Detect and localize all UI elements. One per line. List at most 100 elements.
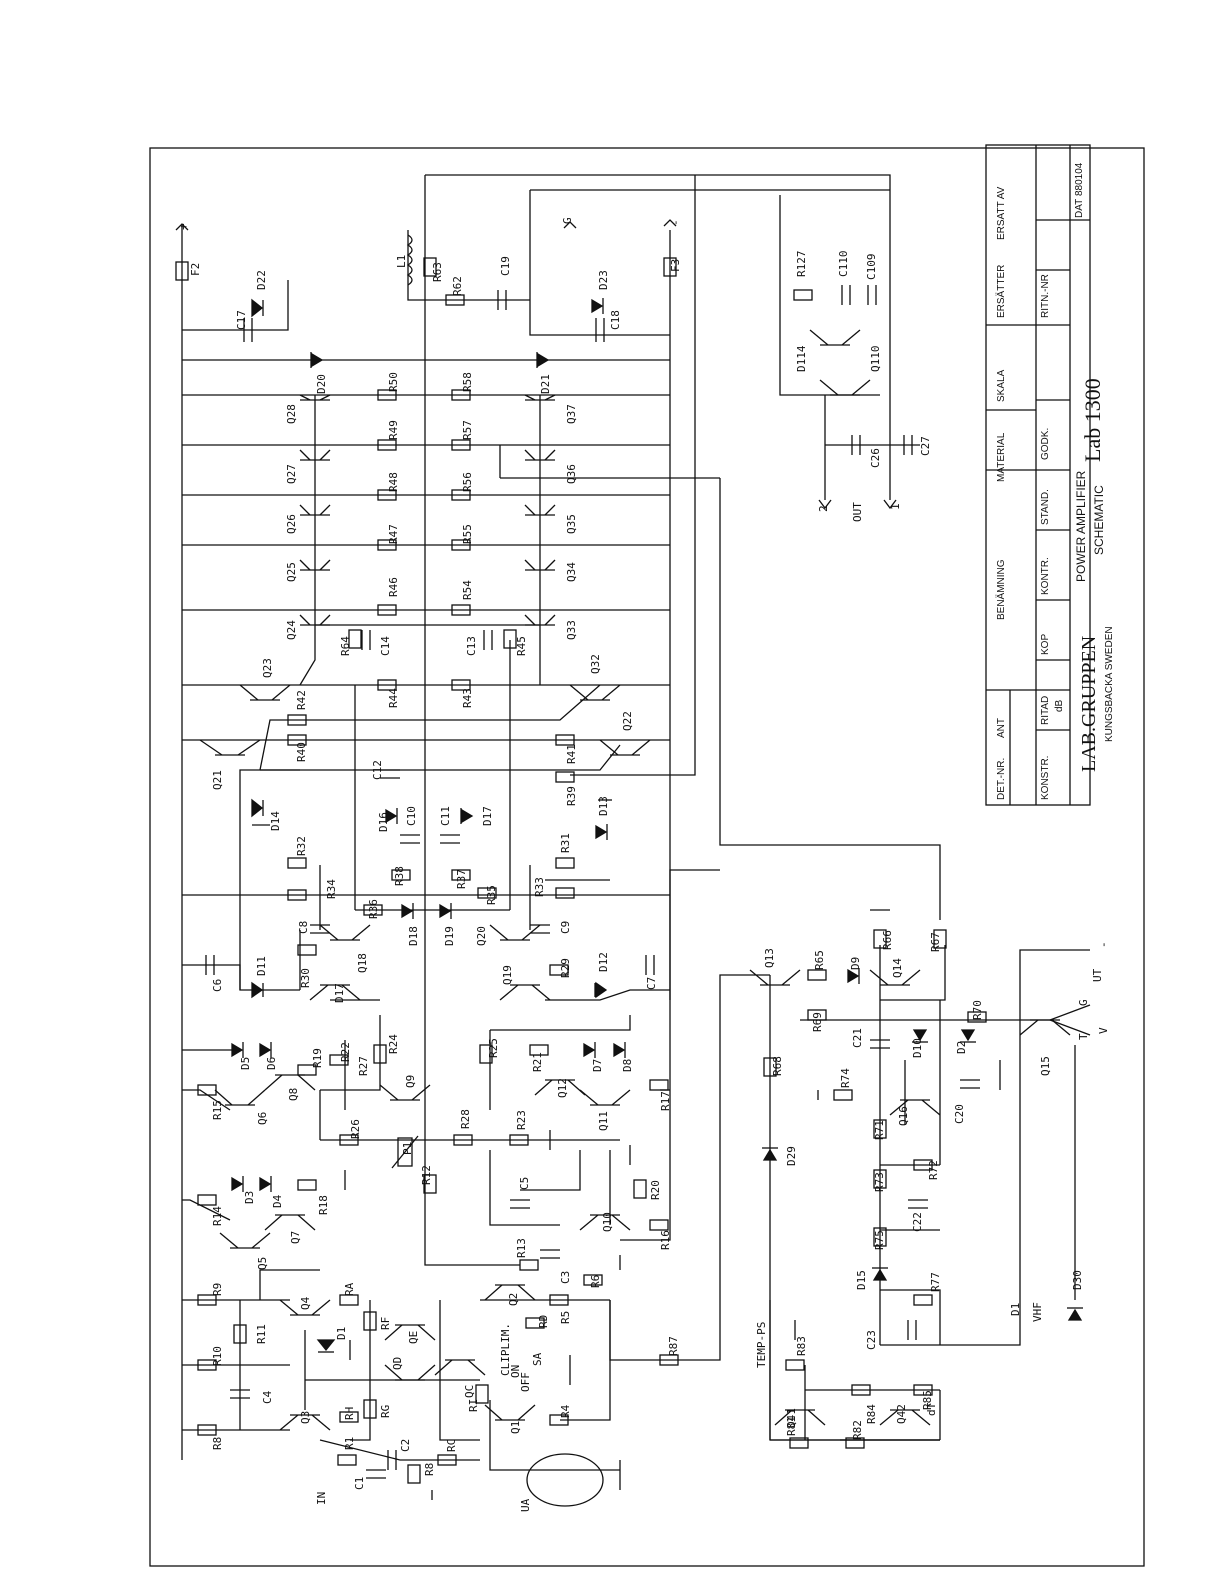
component-label: Q7 (289, 1230, 302, 1244)
product-name: Lab 1300 (1080, 378, 1105, 462)
component-label: C19 (499, 256, 512, 276)
component-label: C5 (518, 1176, 531, 1190)
company-name: LAB.GRUPPEN (1078, 635, 1100, 772)
component-label: R17 (659, 1091, 672, 1111)
component-label: Q26 (285, 514, 298, 534)
component-label: C27 (919, 436, 932, 456)
component-label: R48 (387, 472, 400, 492)
component-label: C11 (439, 806, 452, 826)
component-label: R21 (531, 1052, 544, 1072)
header-kontr: KONTR. (1040, 557, 1051, 595)
component-label: RA (343, 1282, 356, 1296)
component-label: R34 (325, 879, 338, 899)
component-label: Q6 (256, 1111, 269, 1125)
header-ersatter: ERSÄTTER (996, 264, 1007, 318)
component-label: R62 (451, 276, 464, 296)
component-label: T (1077, 1033, 1090, 1040)
header-ritad: RITAD (1040, 695, 1051, 725)
component-label: R54 (461, 580, 474, 600)
header-konstr: KONSTR. (1040, 755, 1051, 800)
component-label: R45 (515, 636, 528, 656)
component-label: F2 (189, 262, 202, 276)
component-label: D114 (795, 345, 808, 373)
component-label: F3 (669, 258, 682, 272)
component-label: D12 (597, 952, 610, 972)
header-ritn-nr: RITN.-NR (1040, 274, 1051, 318)
component-label: R16 (659, 1230, 672, 1250)
component-label: R20 (649, 1180, 662, 1200)
component-label: D17 (333, 983, 346, 1003)
component-label: OFF (519, 1372, 532, 1392)
component-label: IN (315, 1491, 328, 1505)
component-label: Q24 (285, 620, 298, 640)
component-label: R40 (295, 742, 308, 762)
ritad-signature: dB (1054, 699, 1065, 712)
component-label: R6 (589, 1274, 602, 1288)
component-label: dT (925, 1402, 938, 1416)
header-det-nr: DET.-NR. (996, 757, 1007, 800)
component-label: Q22 (621, 711, 634, 731)
component-label: C20 (953, 1104, 966, 1124)
component-label: OUT (851, 502, 864, 522)
component-label: R5 (559, 1310, 572, 1324)
component-label: D5 (239, 1056, 252, 1070)
component-label: R127 (795, 250, 808, 278)
component-label: R32 (295, 836, 308, 856)
component-label: D1 (1009, 1302, 1022, 1316)
header-stand: STAND. (1040, 489, 1051, 525)
component-label: TEMP-PS (755, 1321, 768, 1368)
component-label: D10 (911, 1038, 924, 1058)
drawing-frame (149, 147, 1145, 1567)
component-label: R46 (387, 577, 400, 597)
component-label: Q5 (256, 1256, 269, 1270)
component-label: Q4 (299, 1296, 312, 1310)
component-label: D13 (597, 796, 610, 816)
component-label: D17 (481, 806, 494, 826)
component-label: D14 (269, 811, 282, 831)
component-label: D11 (255, 956, 268, 976)
component-label: Q3 (299, 1410, 312, 1424)
component-label: D18 (407, 926, 420, 946)
component-label: Q34 (565, 562, 578, 582)
header-ant: ANT (996, 718, 1007, 738)
header-material: MATERIAL (996, 432, 1007, 482)
component-label: Q32 (589, 654, 602, 674)
component-label: RG (379, 1404, 392, 1418)
component-label: RC (445, 1438, 458, 1452)
component-label: R37 (455, 869, 468, 889)
component-label: Q23 (261, 658, 274, 678)
component-label: + (177, 223, 190, 230)
component-label: C9 (559, 920, 572, 934)
header-ersatt-av: ERSATT AV (996, 186, 1007, 240)
component-label: C8 (297, 920, 310, 934)
resistor-symbols (175, 257, 987, 1484)
title-block-grid (985, 144, 1091, 806)
component-label: R71 (873, 1120, 886, 1140)
header-benamning: BENÄMNING (996, 559, 1007, 620)
wiring (181, 174, 1091, 1471)
component-label: Q110 (869, 345, 882, 373)
component-label: Q21 (211, 770, 224, 790)
component-label: D23 (597, 270, 610, 290)
component-label: RF (379, 1316, 392, 1330)
component-label: Q37 (565, 404, 578, 424)
component-label: R8 (211, 1436, 224, 1450)
component-label: D30 (1071, 1270, 1084, 1290)
component-label: D1 (335, 1326, 348, 1340)
component-label: R38 (393, 866, 406, 886)
component-label: Q9 (404, 1074, 417, 1088)
component-label: R28 (459, 1109, 472, 1129)
component-label: R36 (367, 899, 380, 919)
capacitor-symbols (205, 285, 980, 1479)
dat-label: DAT (1074, 198, 1085, 218)
component-label: R73 (873, 1172, 886, 1192)
component-label: R50 (387, 372, 400, 392)
component-label: R4 (559, 1404, 572, 1418)
component-label: R57 (461, 420, 474, 440)
component-label: R49 (387, 420, 400, 440)
component-label: C12 (371, 760, 384, 780)
component-label: R41 (565, 744, 578, 764)
component-label: R14 (211, 1206, 224, 1226)
component-label: Q18 (356, 953, 369, 973)
